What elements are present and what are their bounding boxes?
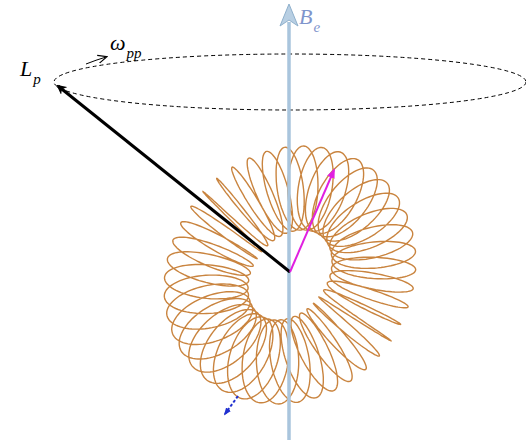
field-subscript: e	[313, 20, 320, 35]
field-axis	[287, 22, 291, 440]
frequency-symbol: ω	[110, 32, 126, 54]
field-arrowhead	[280, 4, 298, 26]
orbit-arrow	[86, 57, 106, 64]
angular-momentum-arrow	[58, 86, 290, 272]
momentum-symbol: L	[20, 58, 32, 80]
field-symbol: B	[299, 6, 312, 28]
blue-vector	[225, 396, 238, 414]
magenta-vector	[290, 170, 334, 272]
frequency-subscript: pp	[127, 46, 142, 61]
momentum-subscript: p	[33, 72, 41, 87]
